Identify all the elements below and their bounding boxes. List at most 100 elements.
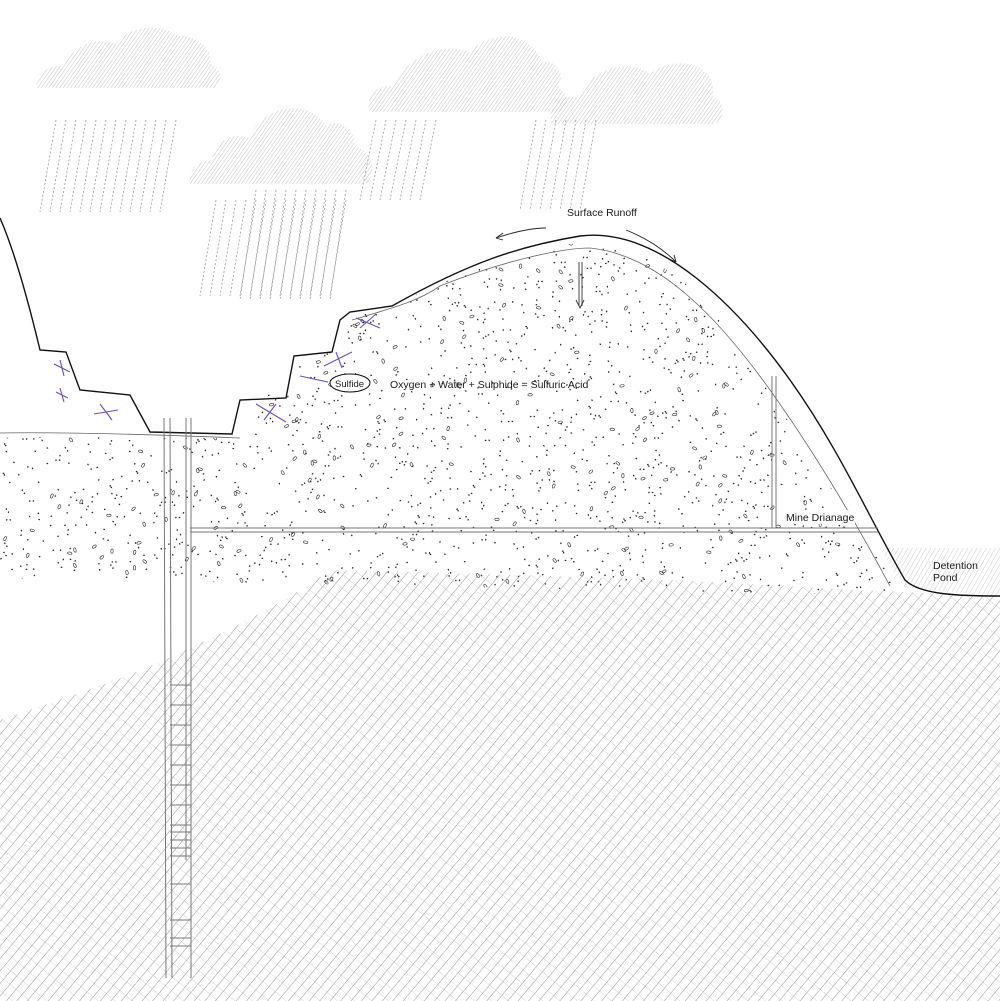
sulfide-label: Sulfide — [335, 379, 364, 390]
rock-speckle — [299, 366, 301, 368]
rock-speckle — [839, 243, 843, 245]
rock-speckle — [6, 390, 9, 392]
rock-speckle — [561, 409, 564, 411]
rain-streak — [259, 189, 277, 301]
rock-speckle — [36, 422, 39, 425]
rock-speckle — [507, 502, 509, 505]
rock-speckle — [628, 311, 630, 314]
rock-speckle — [856, 341, 858, 344]
rock-speckle — [848, 487, 851, 489]
rock-speckle — [716, 407, 719, 409]
rock-speckle — [140, 291, 146, 295]
rock-speckle — [536, 513, 538, 516]
rock-speckle — [365, 278, 367, 280]
rock-speckle — [203, 479, 206, 481]
rock-speckle — [490, 489, 492, 491]
rock-speckle — [60, 566, 63, 569]
rock-speckle — [432, 238, 434, 240]
rock-speckle — [854, 380, 856, 382]
rock-speckle — [197, 553, 199, 556]
rock-speckle — [688, 298, 690, 301]
rock-speckle — [740, 332, 743, 334]
rock-speckle — [191, 451, 193, 453]
rock-speckle — [153, 492, 159, 497]
rock-speckle — [22, 438, 24, 440]
rock-speckle — [51, 307, 53, 310]
rock-speckle — [606, 285, 609, 288]
rock-speckle — [41, 330, 44, 333]
rock-speckle — [435, 561, 437, 563]
rock-speckle — [376, 352, 379, 355]
rock-speckle — [447, 407, 450, 410]
rock-speckle — [23, 492, 26, 495]
rock-speckle — [856, 383, 858, 385]
rock-speckle — [881, 299, 883, 301]
rock-speckle — [868, 578, 871, 581]
rock-speckle — [333, 399, 336, 402]
rock-speckle — [225, 536, 227, 538]
rock-speckle — [210, 348, 213, 351]
rock-speckle — [492, 382, 494, 384]
rock-speckle — [9, 481, 11, 484]
rock-speckle — [482, 504, 485, 507]
rock-speckle — [871, 577, 873, 579]
rock-speckle — [808, 371, 810, 374]
rock-speckle — [109, 443, 111, 445]
rock-speckle — [322, 258, 325, 261]
rock-speckle — [320, 423, 323, 425]
rain-streak — [99, 119, 117, 213]
rock-speckle — [515, 400, 520, 406]
rock-speckle — [112, 520, 114, 523]
rock-speckle — [583, 373, 586, 375]
rock-speckle — [801, 576, 804, 579]
rock-speckle — [350, 262, 353, 265]
rock-speckle — [875, 541, 880, 546]
rock-speckle — [483, 281, 486, 283]
rock-speckle — [272, 374, 274, 376]
rock-speckle — [143, 289, 146, 291]
rock-speckle — [836, 470, 839, 473]
rock-speckle — [80, 423, 83, 425]
rock-speckle — [312, 459, 318, 464]
rock-speckle — [378, 323, 380, 325]
rock-speckle — [748, 323, 753, 328]
rock-speckle — [183, 262, 185, 264]
rock-speckle — [446, 426, 450, 431]
rock-speckle — [706, 355, 708, 358]
rock-speckle — [216, 592, 219, 594]
rock-speckle — [652, 257, 654, 259]
rock-speckle — [877, 367, 880, 370]
rock-speckle — [806, 348, 809, 350]
rock-speckle — [795, 280, 800, 285]
rock-speckle — [226, 387, 229, 389]
rock-speckle — [284, 424, 289, 428]
rock-speckle — [637, 240, 639, 242]
rock-speckle — [407, 501, 410, 503]
rock-speckle — [274, 586, 277, 589]
rock-speckle — [138, 480, 141, 482]
rock-speckle — [306, 403, 309, 405]
rock-speckle — [767, 454, 770, 457]
rock-speckle — [22, 323, 26, 329]
rock-speckle — [427, 373, 430, 376]
rock-speckle — [850, 557, 852, 559]
rock-speckle — [623, 518, 625, 521]
rock-speckle — [447, 416, 449, 419]
rock-speckle — [857, 349, 860, 351]
rock-speckle — [429, 261, 432, 264]
rock-speckle — [843, 583, 845, 586]
rock-speckle — [143, 237, 148, 240]
rock-speckle — [571, 287, 574, 290]
rock-speckle — [369, 337, 372, 339]
rock-speckle — [140, 284, 143, 287]
rock-speckle — [233, 584, 235, 586]
rock-speckle — [601, 309, 603, 311]
rock-speckle — [705, 484, 707, 487]
rock-speckle — [717, 319, 720, 322]
rock-speckle — [763, 479, 765, 481]
rock-speckle — [379, 554, 381, 556]
rock-speckle — [3, 551, 5, 554]
rock-speckle — [239, 577, 244, 583]
rock-speckle — [574, 350, 580, 354]
rock-speckle — [38, 518, 40, 521]
